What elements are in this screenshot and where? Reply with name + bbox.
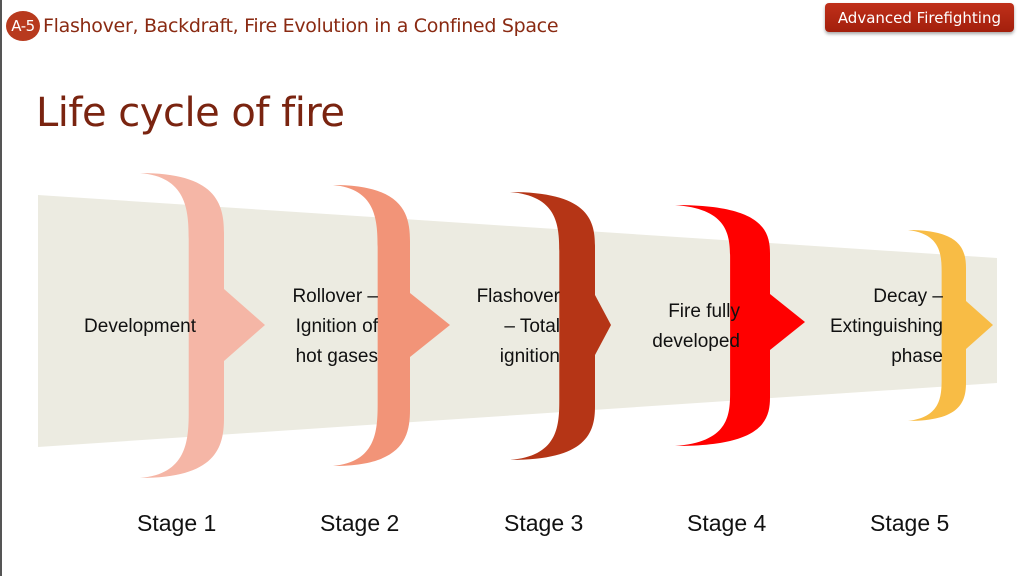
stage-3-description: Flashover – Total ignition (430, 282, 560, 372)
stage-2-text-line: Rollover – (292, 286, 378, 307)
slide-left-border (0, 0, 2, 576)
stage-5-brace-arrow (908, 230, 993, 421)
stage-5-text-line: Decay – (873, 286, 943, 307)
stage-3-text-line: – Total (504, 316, 560, 337)
stage-5-label: Stage 5 (870, 510, 950, 536)
stage-2-label: Stage 2 (320, 510, 400, 536)
stage-5-description: Decay – Extinguishing phase (790, 282, 943, 372)
stage-2-description: Rollover – Ignition of hot gases (240, 282, 378, 372)
stage-5-text-line: Extinguishing (829, 316, 943, 337)
stage-1-label: Stage 1 (137, 510, 217, 536)
stage-2-brace-arrow (333, 185, 450, 466)
stage-4-label: Stage 4 (687, 510, 767, 536)
stage-2-text-line: Ignition of (295, 316, 378, 337)
stage-1-text-line: Development (84, 316, 196, 337)
stage-3-text-line: Flashover (476, 286, 560, 307)
stage-1-brace-arrow (140, 173, 265, 478)
stage-4-text-line: developed (652, 331, 740, 352)
module-title: Flashover, Backdraft, Fire Evolution in … (43, 15, 559, 37)
module-badge: A-5 (6, 11, 40, 41)
stage-3-text-line: ignition (499, 346, 560, 367)
header: A-5 Flashover, Backdraft, Fire Evolution… (6, 11, 559, 41)
stage-2-text-line: hot gases (295, 346, 378, 367)
stage-4-description: Fire fully developed (600, 297, 740, 357)
stage-3-brace-arrow (510, 192, 611, 460)
stage-3-label: Stage 3 (504, 510, 584, 536)
stage-1-description: Development (40, 312, 196, 342)
slide-title: Life cycle of fire (36, 90, 345, 136)
course-tag: Advanced Firefighting (824, 3, 1014, 32)
stage-4-brace-arrow (675, 205, 805, 446)
stage-4-text-line: Fire fully (668, 301, 740, 322)
stage-5-text-line: phase (891, 346, 943, 367)
